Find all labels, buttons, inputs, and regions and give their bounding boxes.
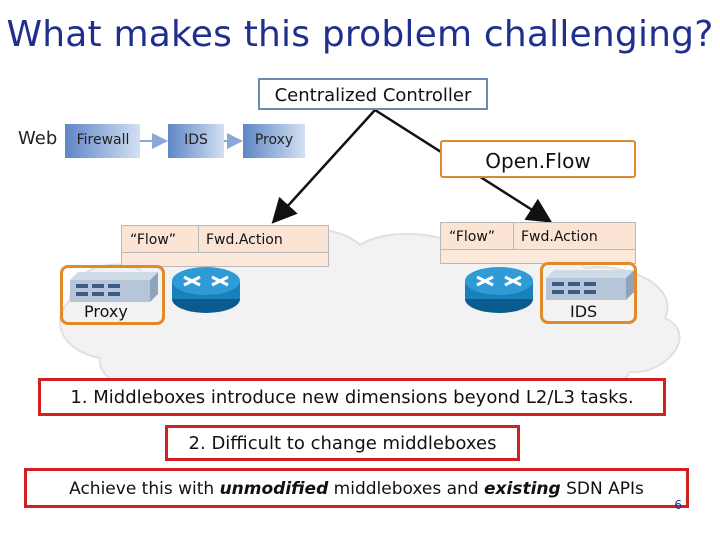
middlebox-proxy-label: Proxy (84, 302, 128, 321)
point-1-box: 1. Middleboxes introduce new dimensions … (38, 378, 666, 416)
point-1-text: 1. Middleboxes introduce new dimensions … (70, 387, 634, 408)
middlebox-ids-label: IDS (570, 302, 598, 321)
achieve-mid: middleboxes and (328, 479, 485, 499)
middlebox-ids (540, 262, 637, 324)
middlebox-proxy (60, 265, 165, 325)
flow-col-label: “Flow” (130, 232, 177, 248)
action-col-label: Fwd.Action (206, 232, 283, 248)
centralized-controller: Centralized Controller (258, 78, 488, 110)
chain-ids: IDS (184, 132, 208, 148)
slide-title: What makes this problem challenging? (6, 14, 714, 55)
achieve-suffix: SDN APIs (560, 479, 644, 499)
point-2-text: 2. Difficult to change middleboxes (188, 433, 497, 454)
web-label: Web (18, 128, 58, 149)
point-2-box: 2. Difficult to change middleboxes (165, 425, 520, 461)
page-number: 6 (674, 498, 682, 512)
server-icon (546, 270, 634, 302)
flow-table-left: “Flow” Fwd.Action (121, 225, 329, 267)
achieve-em1: unmodified (219, 479, 329, 499)
achieve-em2: existing (484, 479, 561, 499)
router-icon (170, 265, 242, 315)
achieve-prefix: Achieve this with (69, 479, 220, 499)
chain-firewall: Firewall (76, 132, 130, 148)
action-col-label: Fwd.Action (521, 229, 598, 245)
flow-table-right: “Flow” Fwd.Action (440, 222, 636, 264)
openflow-label: Open.Flow (440, 140, 636, 178)
achieve-box: Achieve this with unmodified middleboxes… (24, 468, 689, 508)
flow-col-label: “Flow” (449, 229, 496, 245)
router-icon (463, 265, 535, 315)
middlebox-chain (65, 124, 305, 158)
server-icon (70, 272, 158, 304)
chain-proxy: Proxy (254, 132, 294, 148)
achieve-text: Achieve this with unmodified middleboxes… (27, 471, 686, 507)
